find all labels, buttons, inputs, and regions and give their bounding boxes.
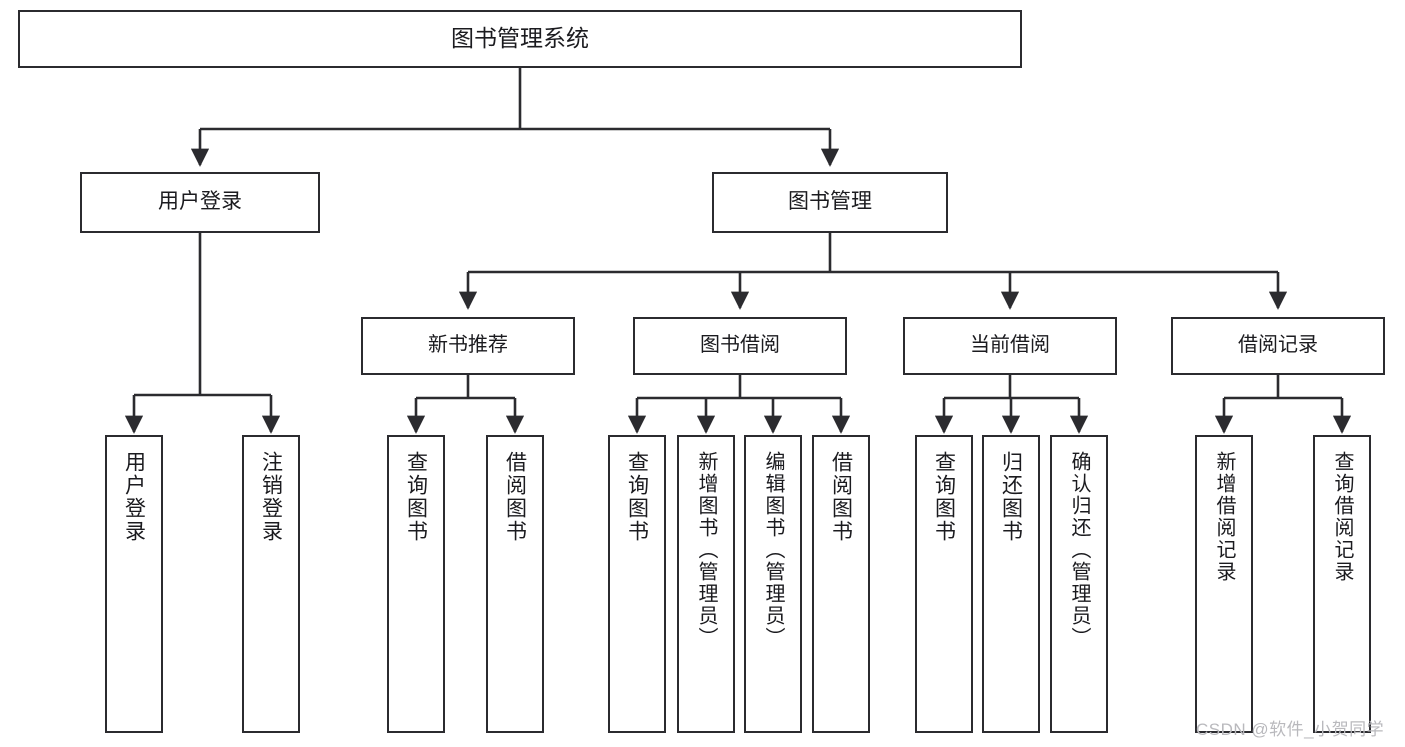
node-label: 查询图书: [404, 451, 428, 543]
leaf-borrow-book-2[interactable]: 借阅图书: [812, 435, 870, 733]
node-label: 图书管理: [788, 190, 872, 214]
node-book-borrow[interactable]: 图书借阅: [633, 317, 847, 375]
node-label: 新增图书（管理员）: [695, 451, 717, 649]
leaf-add-book[interactable]: 新增图书（管理员）: [677, 435, 735, 733]
node-label: 查询图书: [932, 451, 956, 543]
node-label: 查询借阅记录: [1331, 451, 1353, 583]
leaf-edit-book[interactable]: 编辑图书（管理员）: [744, 435, 802, 733]
node-current-borrow[interactable]: 当前借阅: [903, 317, 1117, 375]
node-label: 编辑图书（管理员）: [762, 451, 784, 649]
node-label: 用户登录: [122, 451, 146, 543]
node-new-book-recommend[interactable]: 新书推荐: [361, 317, 575, 375]
node-label: 新增借阅记录: [1213, 451, 1235, 583]
leaf-logout-login[interactable]: 注销登录: [242, 435, 300, 733]
node-book-manage[interactable]: 图书管理: [712, 172, 948, 233]
node-user-login[interactable]: 用户登录: [80, 172, 320, 233]
leaf-query-record[interactable]: 查询借阅记录: [1313, 435, 1371, 733]
node-label: 图书管理系统: [451, 25, 589, 52]
node-label: 注销登录: [259, 451, 283, 543]
node-label: 图书借阅: [700, 334, 780, 357]
watermark-text: CSDN @软件_小贺同学: [1196, 720, 1385, 739]
node-root-system[interactable]: 图书管理系统: [18, 10, 1022, 68]
leaf-add-record[interactable]: 新增借阅记录: [1195, 435, 1253, 733]
leaf-query-book-3[interactable]: 查询图书: [915, 435, 973, 733]
node-borrow-record[interactable]: 借阅记录: [1171, 317, 1385, 375]
leaf-query-book-1[interactable]: 查询图书: [387, 435, 445, 733]
node-label: 查询图书: [625, 451, 649, 543]
node-label: 新书推荐: [428, 334, 508, 357]
node-label: 归还图书: [999, 451, 1023, 543]
leaf-user-login[interactable]: 用户登录: [105, 435, 163, 733]
leaf-return-book[interactable]: 归还图书: [982, 435, 1040, 733]
node-label: 当前借阅: [970, 334, 1050, 357]
node-label: 确认归还（管理员）: [1068, 451, 1090, 649]
node-label: 用户登录: [158, 190, 242, 214]
node-label: 借阅图书: [829, 451, 853, 543]
leaf-query-book-2[interactable]: 查询图书: [608, 435, 666, 733]
node-label: 借阅图书: [503, 451, 527, 543]
node-label: 借阅记录: [1238, 334, 1318, 357]
leaf-confirm-return[interactable]: 确认归还（管理员）: [1050, 435, 1108, 733]
leaf-borrow-book-1[interactable]: 借阅图书: [486, 435, 544, 733]
